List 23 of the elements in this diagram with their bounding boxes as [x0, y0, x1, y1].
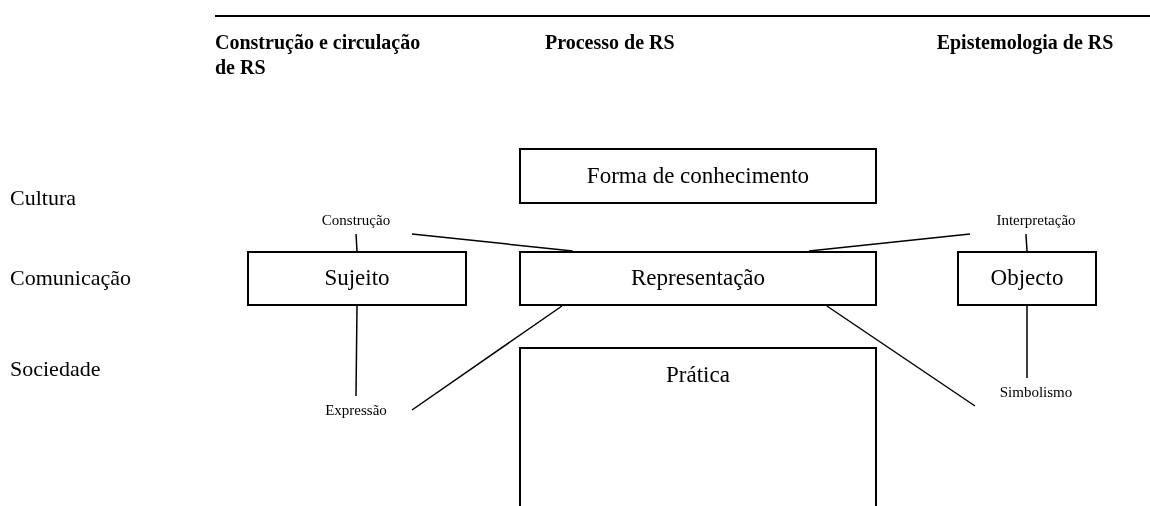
connector-line — [355, 233, 358, 252]
connector-line — [411, 305, 563, 411]
concept-box: Objecto — [957, 251, 1097, 306]
column-heading: Processo de RS — [545, 30, 676, 55]
concept-box: Forma de conhecimento — [519, 148, 877, 204]
concept-label: Interpretação — [970, 206, 1102, 234]
connector-line — [1025, 233, 1028, 252]
concept-label: Simbolismo — [975, 378, 1097, 406]
concept-box: Representação — [519, 251, 877, 306]
connector-line — [826, 305, 976, 407]
connector-line — [355, 305, 358, 397]
concept-box: Sujeito — [247, 251, 467, 306]
connector-line — [1026, 305, 1028, 379]
connector-line — [808, 233, 971, 252]
concept-label: Construção — [300, 206, 412, 234]
connector-line — [411, 233, 574, 252]
row-label: Cultura — [10, 184, 77, 212]
concept-box: Prática — [519, 347, 877, 506]
row-label: Comunicação — [10, 264, 132, 292]
column-heading: Construção e circulação de RS — [215, 30, 422, 80]
row-label: Sociedade — [10, 355, 102, 383]
column-heading: Epistemologia de RS — [935, 30, 1115, 55]
concept-label: Expressão — [300, 396, 412, 424]
